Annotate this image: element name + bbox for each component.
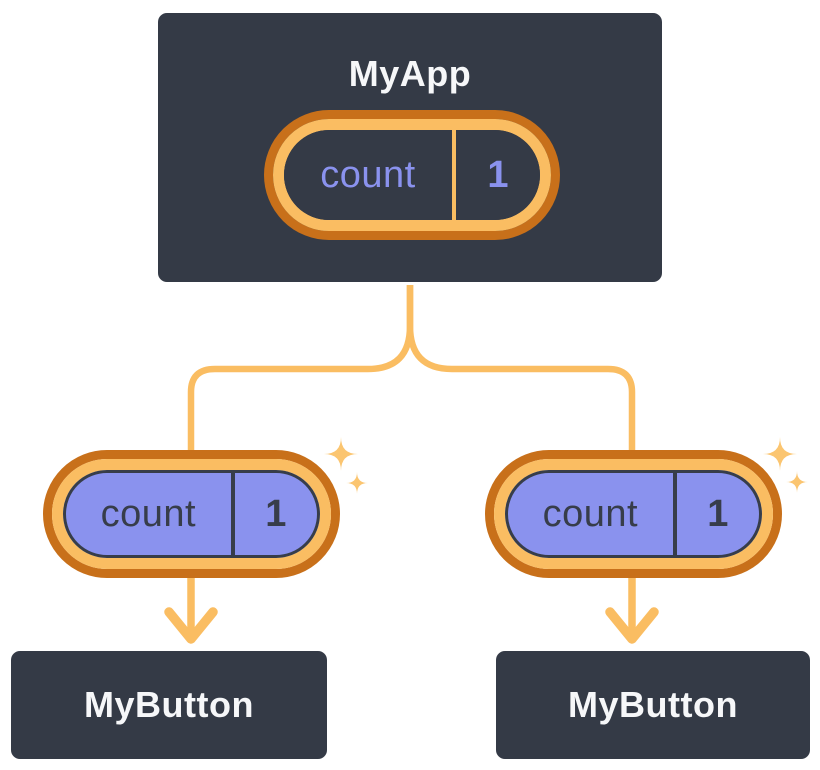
state-pill-value: 1 [487, 153, 509, 196]
state-pill-name: count [320, 153, 416, 196]
node-mybutton-right-title: MyButton [568, 684, 738, 725]
state-pill-divider [452, 130, 456, 220]
arrow-left-head [164, 607, 218, 644]
prop-pill-left-divider [230, 473, 235, 555]
prop-pill-right-inner-ring: count 1 [494, 459, 773, 569]
state-pill-outer-ring: count 1 [264, 110, 560, 240]
node-mybutton-left: MyButton [8, 648, 330, 762]
node-mybutton-left-title: MyButton [84, 684, 254, 725]
node-myapp-title: MyApp [348, 53, 472, 94]
connector-right-branch [406, 279, 636, 462]
prop-pill-right-outer-ring: count 1 [485, 450, 782, 578]
prop-pill-left-name: count [100, 492, 197, 535]
connector-left-branch [187, 279, 414, 462]
prop-pill-right-name: count [542, 492, 639, 535]
prop-pill-left-value: 1 [265, 492, 287, 535]
sparkle-icon [346, 472, 368, 494]
sparkle-icon [786, 471, 808, 493]
prop-pill-left: count 1 [43, 450, 340, 578]
prop-pill-left-inner-ring: count 1 [52, 459, 331, 569]
prop-pill-right-value: 1 [707, 492, 729, 535]
prop-pill-right-divider [672, 473, 677, 555]
sparkle-icon [763, 437, 797, 471]
state-pill: count 1 [264, 110, 560, 240]
node-mybutton-right: MyButton [493, 648, 813, 762]
arrow-right-head [605, 607, 659, 644]
prop-pill-left-outer-ring: count 1 [43, 450, 340, 578]
state-pill-inner-ring: count 1 [273, 119, 551, 231]
prop-pill-right: count 1 [485, 450, 782, 578]
sparkle-icon [324, 437, 358, 471]
